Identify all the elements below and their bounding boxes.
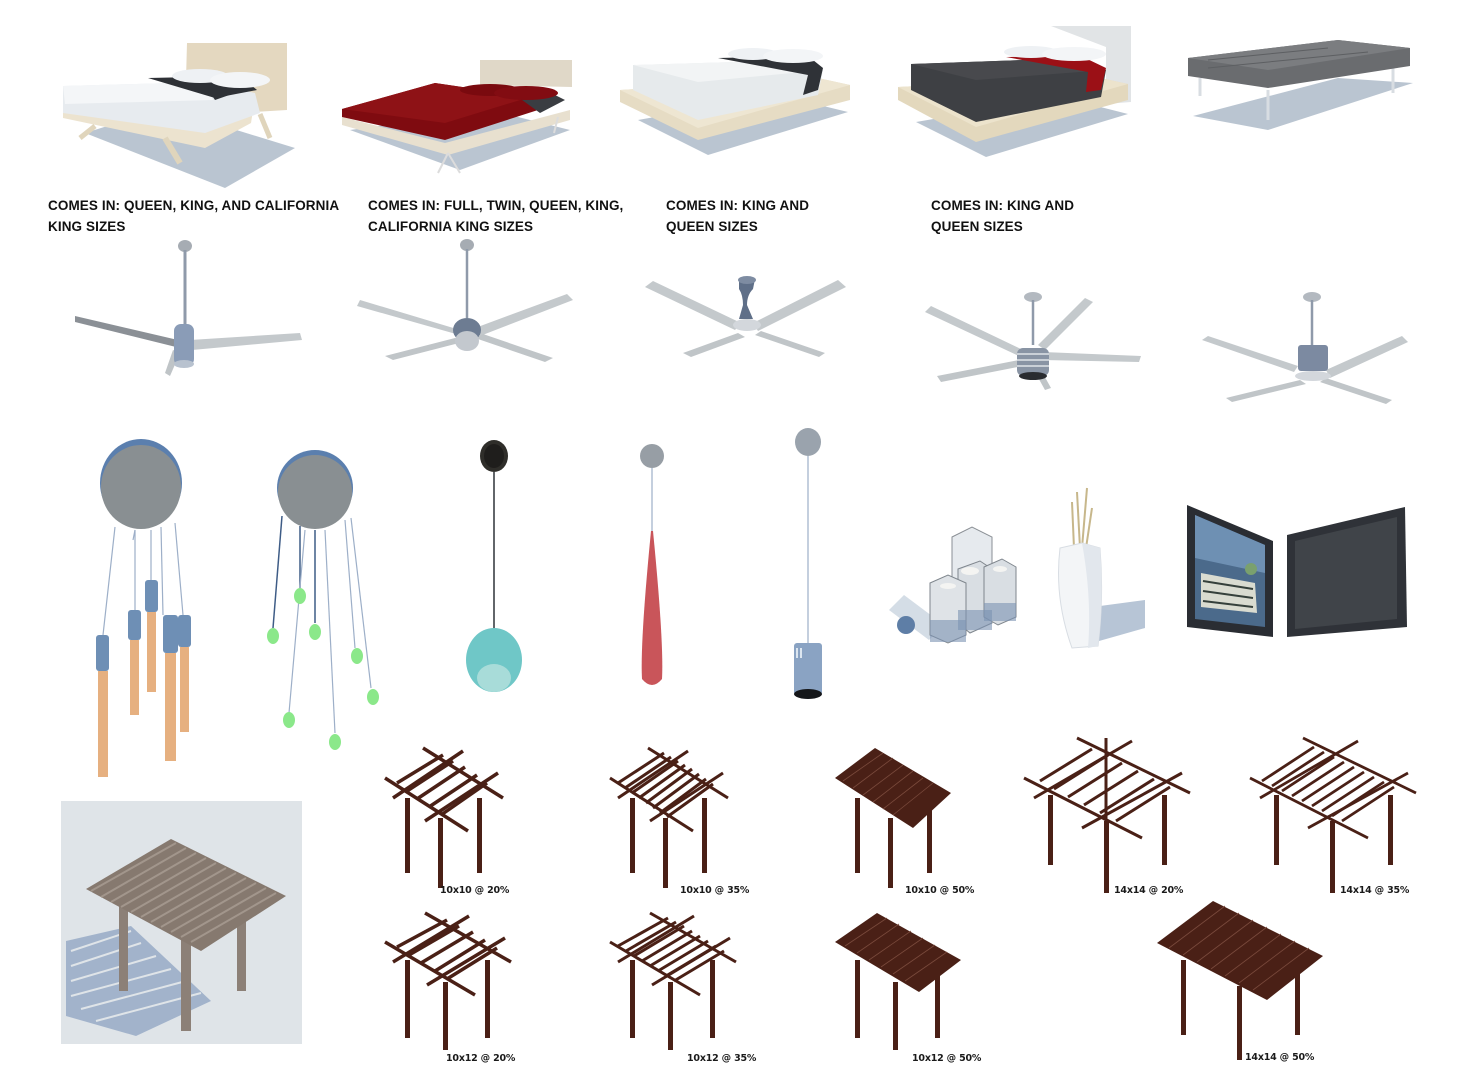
pendant-1-image[interactable] [95,435,210,780]
pergola-14x14-35-illustration [1249,736,1417,893]
fan-2-image[interactable] [355,238,575,363]
bench-illustration [1188,40,1413,130]
candle-holders-image[interactable] [884,525,1029,645]
vase-image[interactable] [1050,487,1145,649]
candle-holders-illustration [889,526,1017,644]
bed-3-illustration [620,48,850,155]
pergola-14x14-35-image[interactable] [1248,733,1418,893]
bed-1-caption-line1: COMES IN: QUEEN, KING, AND CALIFORNIA [48,198,340,213]
flat-screen-illustration [1287,507,1407,637]
fan-3-image[interactable] [643,275,848,360]
pendant-2-image[interactable] [265,448,395,760]
fan-5-image[interactable] [1200,290,1412,405]
fan-4-image[interactable] [923,290,1145,390]
pergola-14x14-20-image[interactable] [1022,733,1192,893]
bed-1-caption: COMES IN: QUEEN, KING, AND CALIFORNIA KI… [48,195,339,237]
pergola-14x14-50-illustration [1157,901,1323,1060]
bed-4-image[interactable] [896,22,1141,162]
pergola-10x12-20-illustration [384,911,512,1050]
bed-3-caption-line1: COMES IN: KING AND [666,198,810,213]
pergola-10x12-20-image[interactable] [383,910,513,1050]
pendant-4-illustration [640,444,664,685]
bed-2-caption-line2: CALIFORNIA KING SIZES [368,219,534,234]
pergola-10x10-50-label: 10x10 @ 50% [905,885,975,896]
pergola-10x12-20-label: 10x12 @ 20% [446,1053,516,1064]
fan-1-illustration [75,240,302,376]
pendant-1-illustration [96,439,191,777]
pergola-10x12-35-image[interactable] [608,910,738,1050]
bed-3-image[interactable] [618,40,858,160]
pergola-14x14-20-label: 14x14 @ 20% [1114,885,1184,896]
bed-4-caption: COMES IN: KING AND QUEEN SIZES [931,195,1074,237]
pergola-10x10-35-image[interactable] [608,743,729,888]
pergola-14x14-20-illustration [1023,736,1191,893]
pergola-14x14-35-label: 14x14 @ 35% [1340,885,1410,896]
pergola-10x12-35-illustration [609,911,737,1050]
bed-2-caption-line1: COMES IN: FULL, TWIN, QUEEN, KING, [368,198,624,213]
bench-image[interactable] [1188,38,1413,133]
pergola-10x12-35-label: 10x12 @ 35% [687,1053,757,1064]
pergola-10x10-35-illustration [609,746,729,888]
bed-2-image[interactable] [340,55,575,175]
pendant-2-illustration [267,450,379,750]
pendant-5-image[interactable] [788,428,828,703]
fan-3-illustration [645,276,846,357]
fan-2-illustration [357,239,573,362]
bed-1-caption-line2: KING SIZES [48,219,126,234]
pergola-14x14-50-label: 14x14 @ 50% [1245,1052,1315,1063]
pergola-14x14-50-image[interactable] [1155,898,1325,1060]
bed-4-illustration [898,26,1131,157]
bed-1-image[interactable] [55,38,300,196]
pergola-10x12-50-label: 10x12 @ 50% [912,1053,982,1064]
fan-5-illustration [1202,292,1408,404]
bed-2-illustration [342,60,572,174]
pergola-10x10-20-label: 10x10 @ 20% [440,885,510,896]
bed-2-caption: COMES IN: FULL, TWIN, QUEEN, KING, CALIF… [368,195,623,237]
pergola-10x10-35-label: 10x10 @ 35% [680,885,750,896]
pergola-render-illustration [66,839,286,1036]
pergola-10x10-50-image[interactable] [833,743,953,888]
flat-screen-image[interactable] [1285,505,1410,637]
framed-picture-image[interactable] [1185,503,1275,637]
vase-illustration [1058,487,1145,649]
pendant-3-illustration [466,440,522,692]
pergola-10x12-50-illustration [835,913,961,1050]
fan-4-illustration [925,292,1141,390]
fan-1-image[interactable] [70,238,305,378]
pendant-5-illustration [794,428,822,699]
bed-3-caption-line2: QUEEN SIZES [666,219,758,234]
pergola-10x10-20-illustration [384,746,504,888]
bed-3-caption: COMES IN: KING AND QUEEN SIZES [666,195,809,237]
bed-4-caption-line1: COMES IN: KING AND [931,198,1075,213]
bed-4-caption-line2: QUEEN SIZES [931,219,1023,234]
framed-picture-illustration [1187,505,1273,637]
pergola-10x12-50-image[interactable] [833,910,963,1050]
pergola-render-image[interactable] [61,801,302,1044]
pendant-4-image[interactable] [630,443,675,693]
pendant-3-image[interactable] [460,438,530,693]
bed-1-illustration [63,43,295,188]
pergola-10x10-20-image[interactable] [383,743,504,888]
pergola-10x10-50-illustration [835,748,951,888]
